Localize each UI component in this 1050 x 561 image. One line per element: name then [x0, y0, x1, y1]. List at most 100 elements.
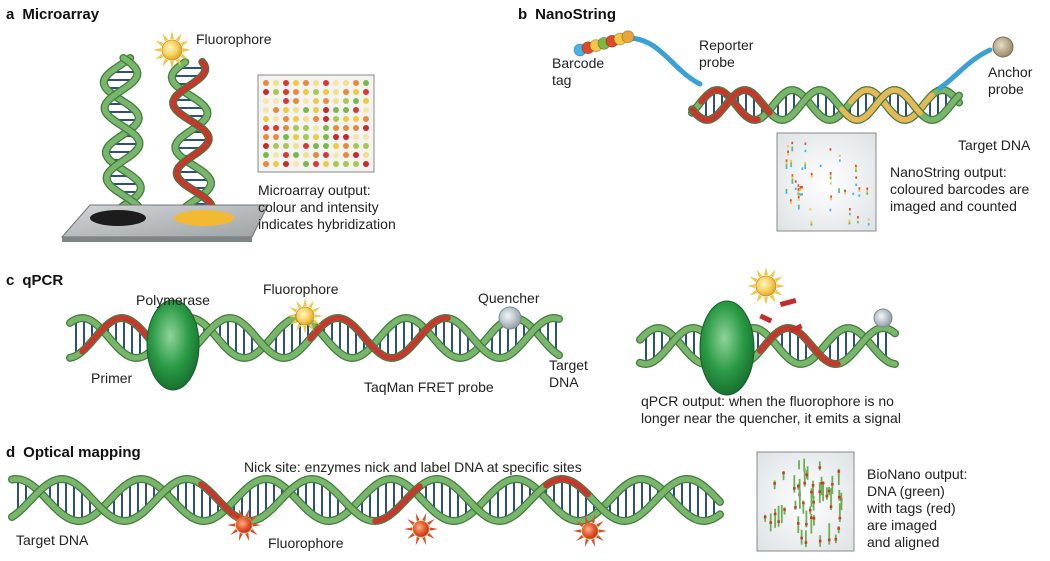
microarray-spot — [343, 134, 349, 140]
dna-molecule-mark — [810, 513, 813, 534]
panel-c-target-helix — [66, 313, 563, 363]
dna-molecule-mark — [774, 508, 777, 528]
microarray-spot — [273, 89, 279, 95]
barcode-mark — [797, 204, 800, 208]
panel-c-fluorophore-label: Fluorophore — [263, 281, 339, 297]
barcode-mark — [838, 154, 841, 157]
barcode-mark — [838, 190, 841, 194]
sun-ray — [250, 528, 258, 535]
sun-ray — [312, 307, 321, 313]
microarray-spot — [283, 89, 289, 95]
microarray-spot — [313, 80, 319, 86]
dna-molecule-mark — [804, 530, 807, 548]
sun-ray — [303, 298, 307, 307]
microarray-spot — [323, 98, 329, 104]
microarray-spot — [333, 152, 339, 158]
caption-line: with tags (red) — [867, 500, 956, 516]
panel-c-target-dna-label: Target DNA — [549, 357, 588, 391]
label-line: tag — [552, 72, 572, 88]
microarray-spot — [293, 107, 299, 113]
tag-mark — [805, 522, 808, 526]
sun-ray — [245, 532, 250, 542]
panel-c-output-caption: qPCR output: when the fluorophore is no … — [641, 393, 901, 427]
microarray-spot — [313, 134, 319, 140]
microarray-spot — [323, 107, 329, 113]
barcode-mark — [844, 192, 846, 195]
barcode-mark — [789, 201, 792, 205]
barcode-mark — [866, 187, 869, 190]
tag-mark — [782, 471, 785, 475]
nick-site-strand — [372, 483, 423, 524]
caption-line: BioNano output: — [867, 466, 968, 482]
barcode-mark — [866, 189, 869, 193]
barcode-mark — [791, 176, 794, 180]
taqman-probe-label: TaqMan FRET probe — [364, 379, 494, 395]
barcode-mark — [829, 172, 832, 175]
sun-ray — [422, 536, 427, 546]
dna-molecule-mark — [840, 498, 843, 511]
barcode-mark — [797, 184, 800, 187]
microarray-spot — [323, 134, 329, 140]
barcode-mark — [785, 166, 788, 170]
microarray-spot — [303, 134, 309, 140]
nick-site-strand — [543, 476, 591, 498]
caption-line: indicates hybridization — [258, 216, 396, 232]
microarray-spot — [343, 89, 349, 95]
microarray-spot — [363, 116, 369, 122]
panel-b-target-helix — [688, 86, 963, 125]
microarray-spot — [303, 116, 309, 122]
sun-ray — [289, 319, 298, 325]
microarray-spot — [283, 152, 289, 158]
tag-mark — [831, 482, 834, 486]
tag-mark — [805, 473, 809, 477]
microarray-spot — [283, 125, 289, 131]
barcode-mark — [791, 174, 794, 177]
barcode-mark — [804, 149, 807, 153]
barcode-mark — [804, 142, 807, 145]
microarray-spot — [343, 80, 349, 86]
microarray-spot — [363, 98, 369, 104]
dna-molecule-mark — [803, 458, 806, 472]
spot-unhybridized — [90, 210, 146, 226]
tag-mark — [838, 516, 842, 520]
sun-ray — [170, 31, 174, 40]
dna-molecule-mark — [783, 507, 786, 515]
tag-mark — [763, 515, 767, 519]
microarray-spot — [313, 89, 319, 95]
sun-ray — [314, 314, 323, 318]
panel-b-title: NanoString — [535, 6, 617, 23]
tag-mark — [810, 516, 813, 520]
microarray-spot — [283, 134, 289, 140]
sun-ray — [427, 519, 435, 526]
microarray-spot — [263, 143, 269, 149]
microarray-spot — [353, 152, 359, 158]
sun-ray — [764, 296, 768, 305]
panel-a-title: Microarray — [22, 6, 100, 23]
microarray-spot — [353, 89, 359, 95]
dna-molecule-mark — [802, 500, 805, 514]
barcode-mark — [838, 188, 841, 191]
tag-mark — [800, 536, 803, 540]
barcode-mark — [858, 194, 861, 197]
caption-line: colour and intensity — [258, 199, 379, 215]
sun-ray — [415, 512, 420, 522]
microarray-spot — [353, 134, 359, 140]
probe-fragment — [779, 297, 797, 307]
microarray-spot — [263, 80, 269, 86]
microarray-spot — [343, 125, 349, 131]
sun-ray — [245, 508, 250, 518]
sun-ray — [303, 325, 307, 334]
cleaved-probe-strand — [757, 325, 841, 367]
sun-ray — [769, 294, 776, 303]
sun-ray — [296, 300, 302, 309]
label-line: Anchor — [988, 64, 1033, 80]
nick-site-label: Nick site: enzymes nick and label DNA at… — [244, 459, 582, 475]
microarray-spot — [263, 161, 269, 167]
microarray-spot — [273, 161, 279, 167]
barcode-mark — [809, 208, 812, 211]
tag-mark — [794, 506, 797, 509]
barcode-mark — [830, 195, 833, 198]
tag-mark — [821, 481, 825, 485]
